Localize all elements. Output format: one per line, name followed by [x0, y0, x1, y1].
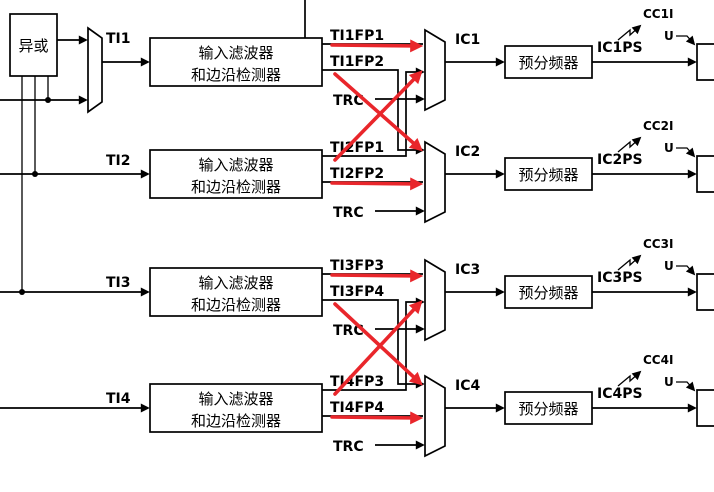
- xor-gate-label: 异或: [18, 37, 48, 55]
- cc4i-event-arrow: [617, 370, 642, 387]
- filter-box-4: [149, 383, 323, 433]
- prescaler-label-1: 预分频器: [518, 54, 578, 72]
- u2-arrow: [676, 147, 696, 158]
- red-arrow-ti3fp4-to-ic4: [333, 302, 423, 386]
- cc2i-label: CC2I: [643, 119, 673, 133]
- u4-label: U: [664, 375, 674, 389]
- u3-label: U: [664, 259, 674, 273]
- capture-box-4: [696, 389, 714, 427]
- ic4-select-mux: [424, 374, 446, 458]
- ti2-label: TI2: [106, 153, 131, 169]
- red-arrow-ti4fp3-to-ic3: [333, 300, 423, 396]
- filter-label-3b: 和边沿检测器: [191, 296, 281, 314]
- trc-label-3: TRC: [333, 323, 364, 339]
- capture-box-1: [696, 43, 714, 81]
- ic3-label: IC3: [455, 262, 480, 278]
- ic2ps-label: IC2PS: [597, 152, 643, 168]
- ti1-label: TI1: [106, 31, 131, 47]
- red-arrow-ti4fp4-to-ic4: [330, 411, 424, 425]
- ti3-label: TI3: [106, 275, 131, 291]
- ti4fp3-label: TI4FP3: [330, 374, 384, 390]
- ti1-select-mux: [87, 26, 103, 114]
- red-arrow-ti2fp2-to-ic2: [330, 177, 424, 191]
- ic2-select-mux: [424, 140, 446, 224]
- filter-label-4a: 输入滤波器: [198, 390, 273, 408]
- ic4ps-label: IC4PS: [597, 386, 643, 402]
- cc1i-label: CC1I: [643, 7, 673, 21]
- prescaler-label-3: 预分频器: [518, 284, 578, 302]
- filter-label-1b: 和边沿检测器: [191, 66, 281, 84]
- ic2-label: IC2: [455, 144, 480, 160]
- red-arrow-ti2fp1-to-ic1: [333, 70, 423, 162]
- ic1-select-mux: [424, 28, 446, 112]
- prescaler-box-1: [504, 45, 593, 79]
- filter-label-3a: 输入滤波器: [198, 274, 273, 292]
- ic4-label: IC4: [455, 378, 480, 394]
- red-arrow-ti1fp1-to-ic1: [330, 39, 424, 53]
- trc-label-1: TRC: [333, 93, 364, 109]
- prescaler-box-3: [504, 275, 593, 309]
- prescaler-label-4: 预分频器: [518, 400, 578, 418]
- u2-label: U: [664, 141, 674, 155]
- prescaler-label-2: 预分频器: [518, 166, 578, 184]
- ti3fp3-label: TI3FP3: [330, 258, 384, 274]
- trc-label-2: TRC: [333, 205, 364, 221]
- ic3-select-mux: [424, 258, 446, 342]
- u4-arrow: [676, 381, 696, 392]
- ti2fp2-label: TI2FP2: [330, 166, 384, 182]
- cc1i-event-arrow: [617, 24, 642, 41]
- cc4i-label: CC4I: [643, 353, 673, 367]
- xor-gate-box: [9, 13, 58, 77]
- ic1ps-label: IC1PS: [597, 40, 643, 56]
- ti1fp1-label: TI1FP1: [330, 28, 384, 44]
- filter-box-3: [149, 267, 323, 317]
- red-arrow-ti3fp3-to-ic3: [330, 269, 424, 283]
- ti4-label: TI4: [106, 391, 131, 407]
- filter-label-4b: 和边沿检测器: [191, 412, 281, 430]
- junction-dot-ch1: [45, 97, 51, 103]
- capture-box-3: [696, 273, 714, 311]
- ic1-label: IC1: [455, 32, 480, 48]
- filter-label-2a: 输入滤波器: [198, 156, 273, 174]
- ic3ps-label: IC3PS: [597, 270, 643, 286]
- filter-label-2b: 和边沿检测器: [191, 178, 281, 196]
- filter-box-1: [149, 37, 323, 87]
- filter-box-2: [149, 149, 323, 199]
- u1-label: U: [664, 29, 674, 43]
- ti1fp2-label: TI1FP2: [330, 54, 384, 70]
- u1-arrow: [676, 35, 696, 46]
- u3-arrow: [676, 265, 696, 276]
- filter-label-1a: 输入滤波器: [198, 44, 273, 62]
- prescaler-box-4: [504, 391, 593, 425]
- cc3i-label: CC3I: [643, 237, 673, 251]
- red-arrow-ti1fp2-to-ic2: [333, 72, 423, 152]
- ti3fp4-label: TI3FP4: [330, 284, 384, 300]
- capture-box-2: [696, 155, 714, 193]
- trc-label-4: TRC: [333, 439, 364, 455]
- ti4fp4-label: TI4FP4: [330, 400, 384, 416]
- cc2i-event-arrow: [617, 136, 642, 153]
- cc3i-event-arrow: [617, 254, 642, 271]
- ti2fp1-label: TI2FP1: [330, 140, 384, 156]
